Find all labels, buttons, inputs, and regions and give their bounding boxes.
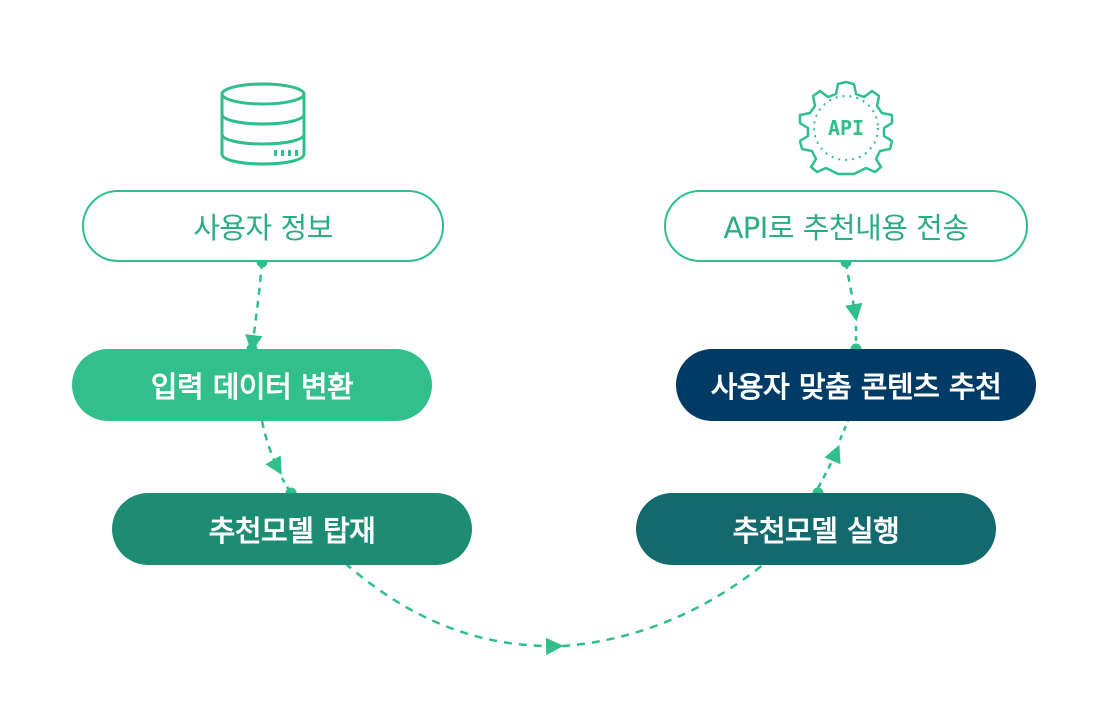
- connector-run-to-personalized: [816, 444, 841, 489]
- node-model-run-label: 추천모델 실행: [732, 514, 900, 548]
- connector-api-to-personalized: [844, 261, 863, 322]
- connector-run-to-personalized-tail: [838, 420, 850, 441]
- node-model-load-label: 추천모델 탑재: [208, 514, 376, 548]
- api-icon-label: API: [828, 116, 864, 140]
- node-personalized-label: 사용자 맞춤 콘텐츠 추천: [710, 370, 1002, 404]
- node-model-load: 추천모델 탑재: [112, 493, 472, 565]
- node-personalized: 사용자 맞춤 콘텐츠 추천: [676, 349, 1036, 421]
- connector-load-to-run-tail: [561, 562, 766, 648]
- node-user-info: 사용자 정보: [82, 190, 444, 262]
- node-user-info-label: 사용자 정보: [193, 211, 333, 245]
- api-gear-icon: API: [798, 80, 894, 176]
- database-icon: [220, 82, 306, 166]
- node-input-transform-label: 입력 데이터 변환: [150, 370, 354, 404]
- node-input-transform: 입력 데이터 변환: [72, 349, 432, 421]
- node-api-send: API로 추천내용 전송: [664, 190, 1028, 262]
- node-model-run: 추천모델 실행: [636, 493, 996, 565]
- node-api-send-label: API로 추천내용 전송: [723, 211, 969, 245]
- connector-load-to-run: [344, 562, 564, 656]
- connector-transform-to-load: [260, 420, 282, 476]
- connector-user-info-to-transform: [245, 261, 264, 353]
